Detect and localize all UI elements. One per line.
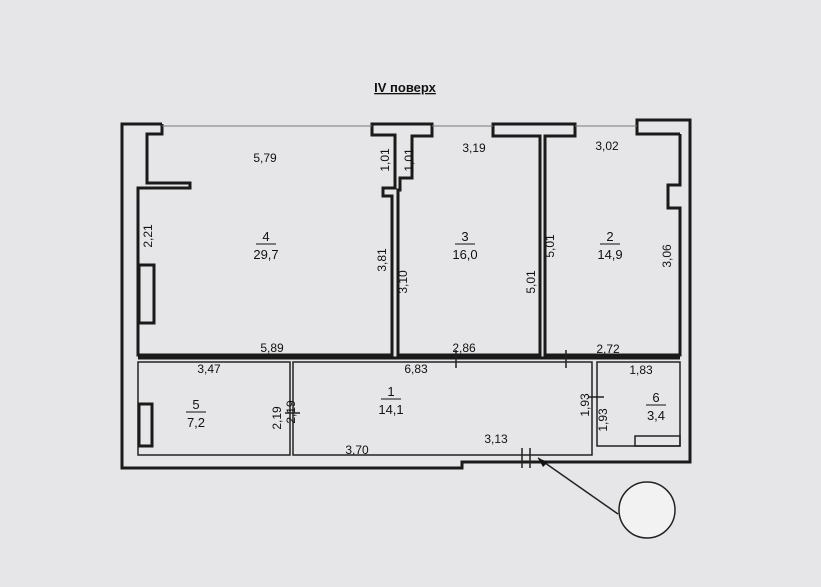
dim: 1,93: [578, 393, 592, 417]
dim: 2,21: [141, 224, 155, 248]
svg-text:7,2: 7,2: [187, 415, 205, 430]
dim: 3,02: [595, 139, 619, 153]
svg-text:6: 6: [652, 390, 659, 405]
dimension-labels: 5,79 1,01 1,01 3,19 3,02 2,21 3,81 3,10 …: [141, 139, 674, 457]
dim: 3,10: [396, 270, 410, 294]
dim: 3,13: [484, 432, 508, 446]
window-niche-room4: [137, 263, 156, 325]
dim: 1,01: [402, 148, 416, 172]
room-2-label: 2 14,9: [597, 229, 622, 262]
dim: 3,06: [660, 244, 674, 268]
entrance-circle: [618, 481, 676, 539]
lower-rooms-walls: [137, 263, 681, 468]
svg-text:16,0: 16,0: [452, 247, 477, 262]
svg-text:3,4: 3,4: [647, 408, 665, 423]
dim: 1,93: [596, 408, 610, 432]
dim: 6,83: [404, 362, 428, 376]
dim: 5,89: [260, 341, 284, 355]
entrance-marker: [537, 457, 676, 539]
dim: 5,79: [253, 151, 277, 165]
dim: 3,19: [462, 141, 486, 155]
window-niche-room5: [137, 402, 154, 448]
dim: 1,01: [378, 148, 392, 172]
dim: 2,19: [270, 406, 284, 430]
room-3-label: 3 16,0: [452, 229, 477, 262]
dim: 3,81: [375, 248, 389, 272]
dim: 3,47: [197, 362, 221, 376]
dim: 5,01: [524, 270, 538, 294]
svg-text:4: 4: [262, 229, 269, 244]
room-4-label: 4 29,7: [253, 229, 278, 262]
floor-title: IV поверх: [374, 80, 437, 95]
dim: 2,86: [452, 341, 476, 355]
svg-text:29,7: 29,7: [253, 247, 278, 262]
dim: 2,72: [596, 342, 620, 356]
svg-text:14,9: 14,9: [597, 247, 622, 262]
svg-text:14,1: 14,1: [378, 402, 403, 417]
room-1-label: 1 14,1: [378, 384, 403, 417]
dim: 5,01: [543, 234, 557, 258]
room-6-label: 6 3,4: [646, 390, 666, 423]
svg-text:1: 1: [387, 384, 394, 399]
svg-text:2: 2: [606, 229, 613, 244]
outer-walls: [120, 118, 692, 470]
dim: 2,19: [284, 400, 298, 424]
duct-room6: [634, 435, 681, 447]
room-5-label: 5 7,2: [186, 397, 206, 430]
dim: 3,70: [345, 443, 369, 457]
svg-text:5: 5: [192, 397, 199, 412]
svg-text:3: 3: [461, 229, 468, 244]
dim: 1,83: [629, 363, 653, 377]
